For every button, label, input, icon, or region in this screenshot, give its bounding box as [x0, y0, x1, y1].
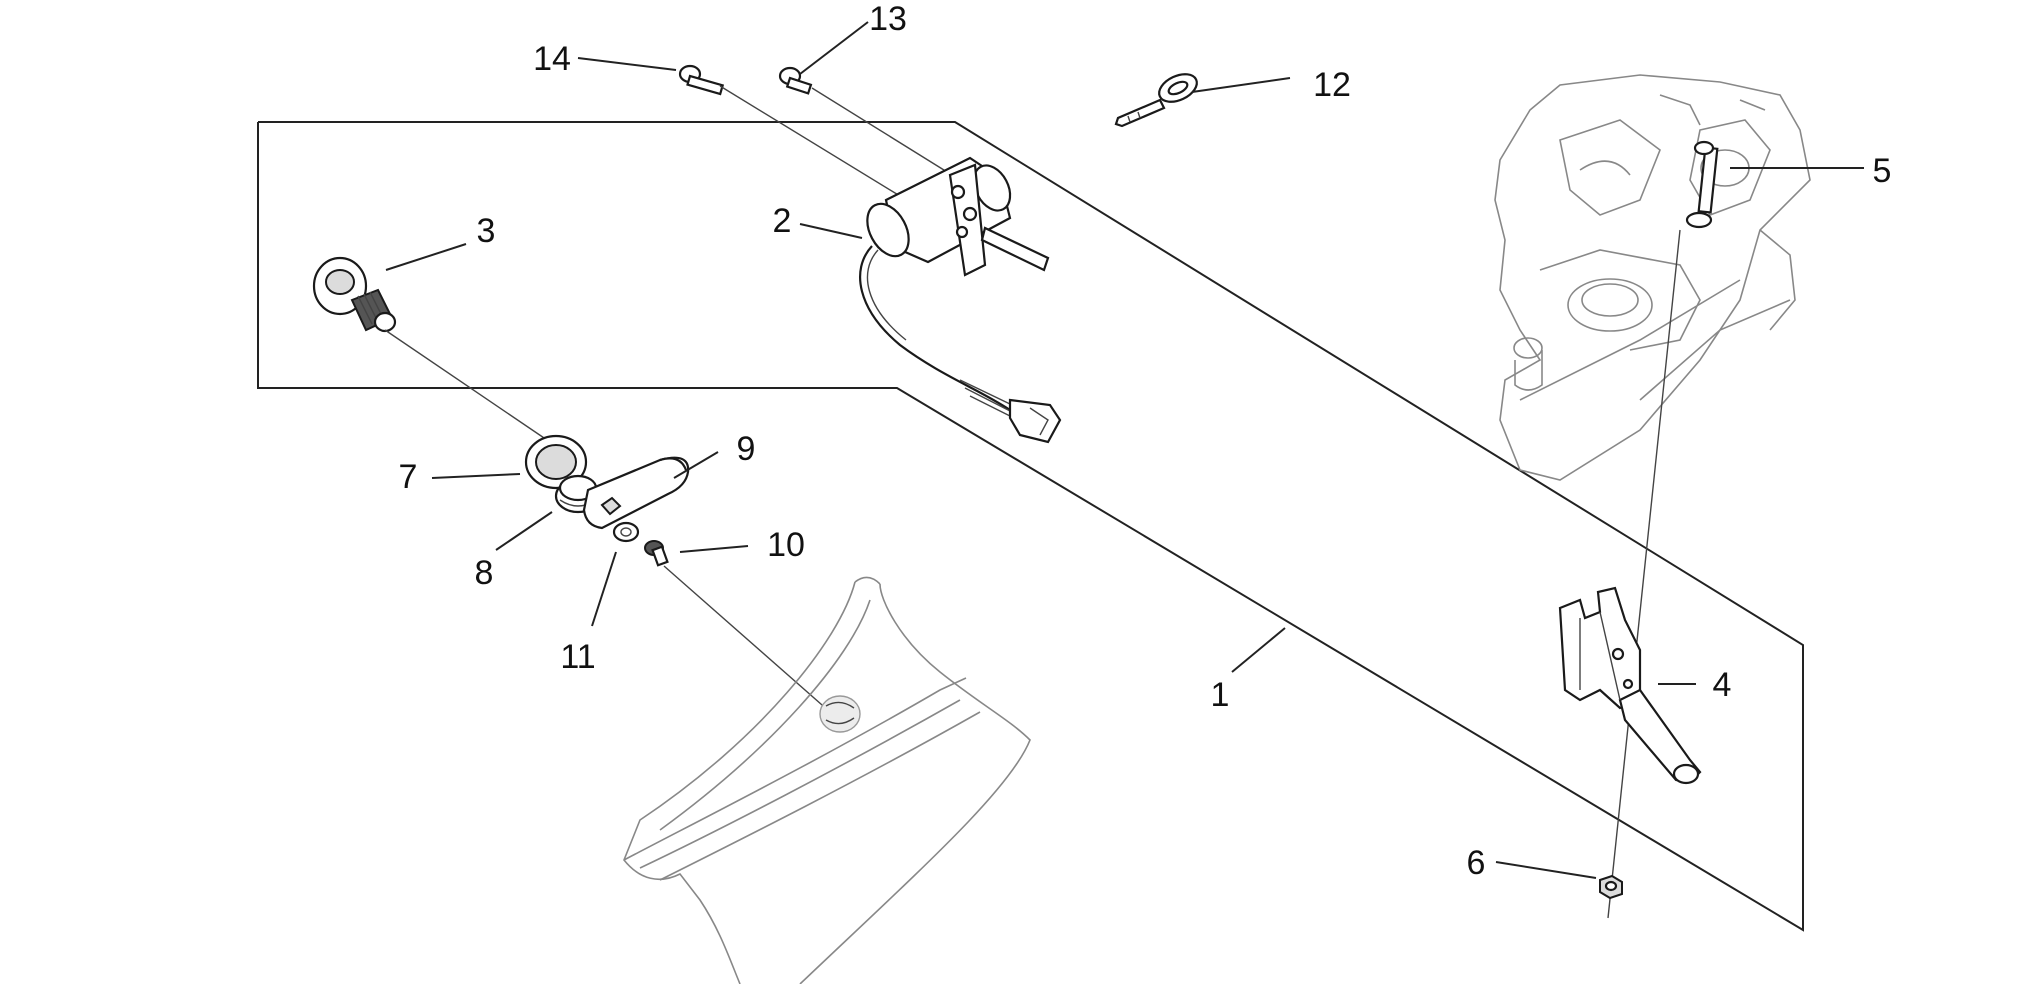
callout-11: 11 — [560, 638, 595, 676]
callout-4: 4 — [1713, 666, 1732, 704]
callout-14: 14 — [533, 40, 571, 78]
fairing-cover — [623, 576, 1031, 984]
callout-5: 5 — [1873, 152, 1892, 190]
leader-lines — [385, 21, 1864, 879]
callout-7: 7 — [399, 458, 418, 496]
part-13-screw — [778, 66, 813, 95]
callout-10: 10 — [767, 526, 805, 564]
part-14-screw — [678, 64, 725, 96]
callout-3: 3 — [477, 212, 496, 250]
callout-2: 2 — [773, 202, 792, 240]
assembly-axis-5-6 — [1607, 229, 1681, 919]
part-2-switch — [859, 156, 1062, 444]
part-3-lock-cylinder — [312, 256, 397, 333]
assembly-line-13 — [811, 87, 961, 181]
part-12-key — [1114, 73, 1198, 128]
part-7-ring — [524, 434, 588, 490]
part-4-bracket — [1558, 586, 1702, 785]
assembly-line-3-7 — [384, 329, 551, 443]
part-5-bolt — [1685, 140, 1719, 229]
assembly-line-10-cover — [663, 565, 831, 713]
callout-12: 12 — [1313, 66, 1351, 104]
assembly-line-14 — [719, 85, 901, 197]
callout-labels: 1 2 3 4 5 6 7 8 9 10 11 12 13 14 — [399, 0, 1892, 882]
callout-1: 1 — [1211, 676, 1230, 714]
callout-9: 9 — [737, 430, 756, 468]
part-11-washer — [612, 521, 640, 543]
kit-outline — [257, 121, 1804, 932]
part-10-screw — [644, 540, 669, 567]
frame-casting — [1494, 74, 1811, 481]
callout-8: 8 — [475, 554, 494, 592]
part-6-nut — [1599, 874, 1623, 900]
callout-6: 6 — [1467, 844, 1486, 882]
part-9-lever — [582, 456, 690, 530]
callout-13: 13 — [869, 0, 907, 38]
